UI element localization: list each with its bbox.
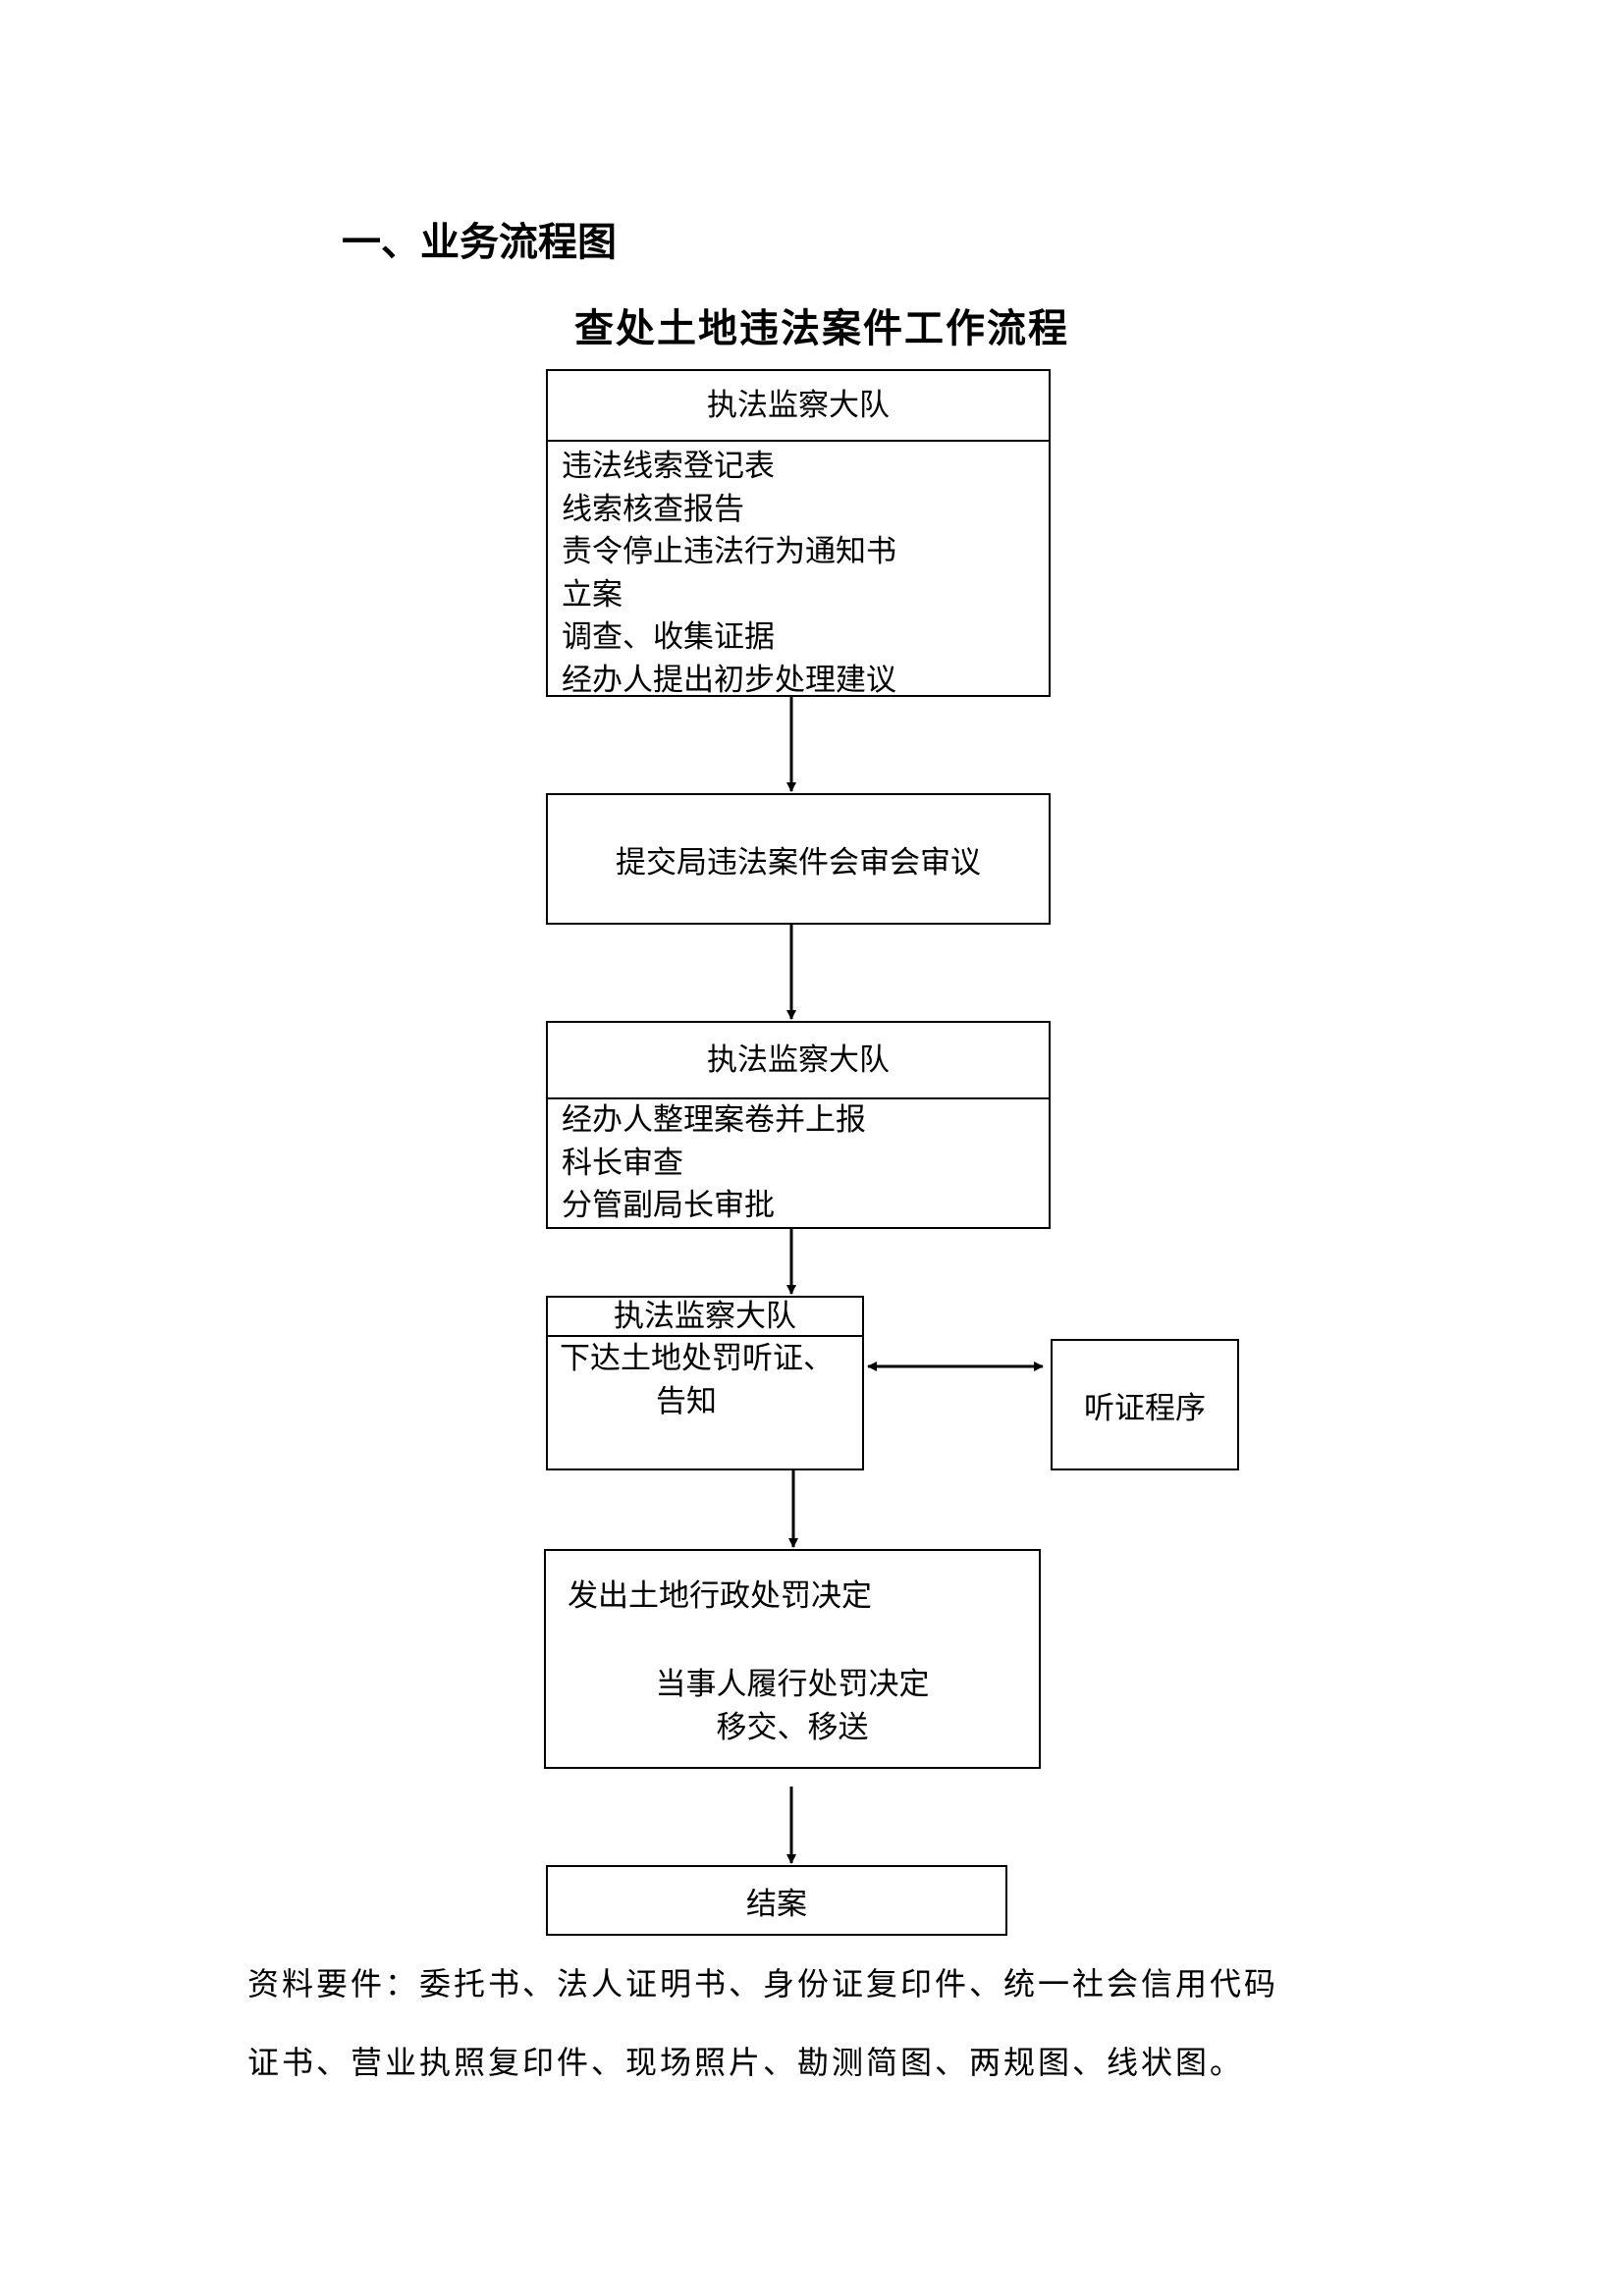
closing-text: 结案 xyxy=(746,1886,807,1922)
step1-line: 调查、收集证据 xyxy=(562,619,775,655)
step1-line: 线索核查报告 xyxy=(562,491,744,527)
diagram-title: 查处土地违法案件工作流程 xyxy=(574,306,1069,351)
step3-line: 分管副局长审批 xyxy=(562,1188,775,1223)
step2-text: 提交局违法案件会审会审议 xyxy=(616,844,981,881)
step3-line: 经办人整理案卷并上报 xyxy=(562,1102,866,1138)
hearing-procedure-box: 听证程序 xyxy=(1051,1339,1239,1470)
step3-header: 执法监察大队 xyxy=(548,1023,1049,1099)
step1-line: 责令停止违法行为通知书 xyxy=(562,534,896,569)
step3-box: 执法监察大队 经办人整理案卷并上报 科长审查 分管副局长审批 xyxy=(546,1021,1051,1229)
step4-line2: 告知 xyxy=(656,1384,717,1419)
hearing-procedure-text: 听证程序 xyxy=(1084,1390,1206,1426)
step1-box: 执法监察大队 违法线索登记表 线索核查报告 责令停止违法行为通知书 立案 调查、… xyxy=(546,369,1051,698)
step5-line3: 移交、移送 xyxy=(716,1710,869,1745)
step1-line: 违法线索登记表 xyxy=(562,449,775,484)
step1-lines: 违法线索登记表 线索核查报告 责令停止违法行为通知书 立案 调查、收集证据 经办… xyxy=(548,442,1049,702)
step4-line1: 下达土地处罚听证、 xyxy=(560,1341,834,1376)
materials-line1: 资料要件：委托书、法人证明书、身份证复印件、统一社会信用代码 xyxy=(247,1965,1279,2002)
step3-lines: 经办人整理案卷并上报 科长审查 分管副局长审批 xyxy=(548,1099,1049,1228)
step1-header: 执法监察大队 xyxy=(548,371,1049,442)
step1-line: 经办人提出初步处理建议 xyxy=(562,662,896,698)
step4-box: 执法监察大队 下达土地处罚听证、 告知 xyxy=(546,1296,864,1470)
step2-box: 提交局违法案件会审会审议 xyxy=(546,793,1051,925)
closing-box: 结案 xyxy=(546,1865,1007,1936)
step1-line: 立案 xyxy=(562,576,623,613)
step5-line2: 当事人履行处罚决定 xyxy=(655,1667,930,1702)
materials-line2: 证书、营业执照复印件、现场照片、勘测简图、两规图、线状图。 xyxy=(247,2044,1245,2081)
section-heading: 一、业务流程图 xyxy=(342,220,617,265)
step5-line1: 发出土地行政处罚决定 xyxy=(568,1578,872,1614)
step5-box: 发出土地行政处罚决定 当事人履行处罚决定 移交、移送 xyxy=(544,1549,1041,1769)
step3-line: 科长审查 xyxy=(562,1145,683,1181)
step4-header: 执法监察大队 xyxy=(548,1298,862,1337)
